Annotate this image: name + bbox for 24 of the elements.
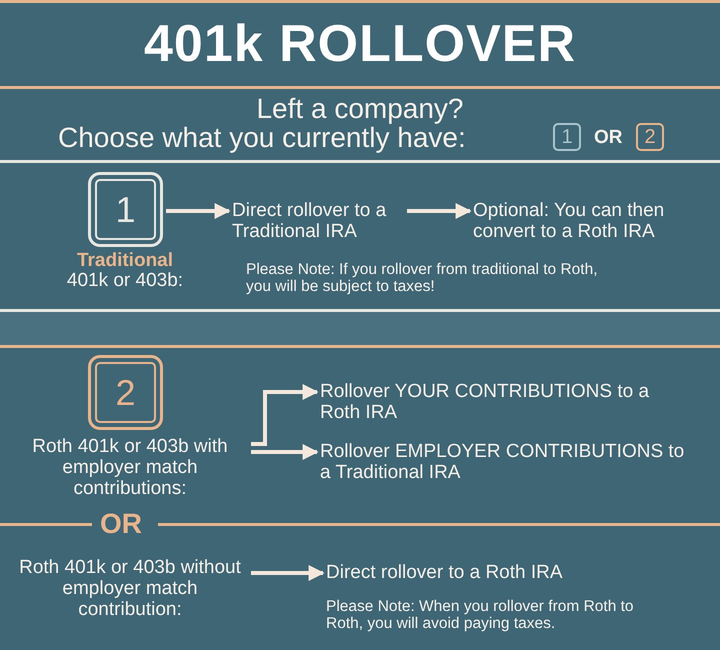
arrow bbox=[251, 565, 325, 581]
note-text: Please Note: When you rollover from Roth to Roth, you will avoid paying taxes. bbox=[326, 598, 635, 632]
title: 401k ROLLOVER bbox=[142, 14, 578, 74]
arrow bbox=[251, 384, 319, 446]
or-text: OR bbox=[100, 508, 142, 540]
or-text: OR bbox=[594, 127, 622, 149]
node-text: Direct rollover to a Traditional IRA bbox=[232, 200, 388, 242]
node-text: Rollover EMPLOYER CONTRIBUTIONS to a Traditional IRA bbox=[320, 441, 685, 483]
node-text: Roth 401k or 403b without employer match contribution: bbox=[18, 557, 242, 620]
node-text: Rollover YOUR CONTRIBUTIONS to a Roth IRA bbox=[320, 381, 650, 423]
arrow bbox=[251, 444, 319, 460]
heading-text: Left a company? bbox=[255, 93, 465, 125]
caption-text: Traditional bbox=[76, 250, 174, 271]
number-box: 1 bbox=[88, 172, 163, 247]
option-number: 1 bbox=[553, 123, 581, 151]
caption-text: 401k or 403b: bbox=[66, 270, 184, 291]
option-number: 2 bbox=[636, 123, 664, 151]
note-text: Please Note: If you rollover from traditional to Roth, you will be subject to taxes! bbox=[246, 261, 598, 295]
node-text: Optional: You can then convert to a Roth IRA bbox=[473, 200, 666, 242]
number-box: 2 bbox=[88, 355, 163, 430]
node-text: Roth 401k or 403b with employer match contributions: bbox=[31, 436, 229, 499]
node-text: Direct rollover to a Roth IRA bbox=[326, 562, 564, 583]
arrow bbox=[166, 203, 231, 219]
arrow bbox=[407, 203, 472, 219]
